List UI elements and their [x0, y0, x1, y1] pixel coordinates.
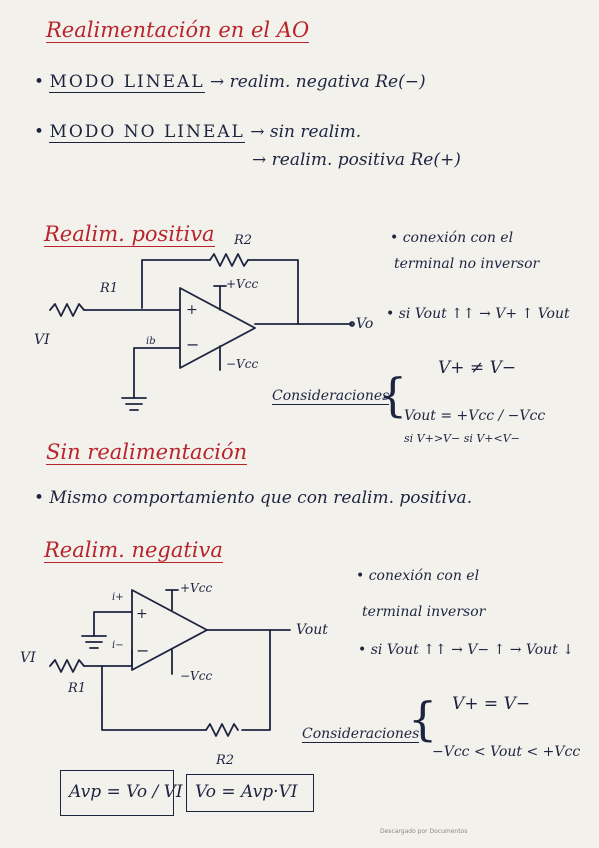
plus-sign: +: [136, 606, 148, 622]
negative-note-1: • conexión con el: [356, 568, 480, 584]
positive-consideration-1: V+ ≠ V−: [438, 358, 517, 378]
minus-sign: −: [186, 335, 199, 354]
negative-considerations-label: Consideraciones: [302, 726, 420, 743]
positive-circuit-diagram: + − R2 R1 +Vcc −Vcc Vo VI ib: [34, 233, 373, 411]
negative-note-3: • si Vout ↑↑ → V− ↑ → Vout ↓: [358, 642, 574, 658]
feedback-wire: [141, 253, 299, 325]
i-minus-label: i−: [112, 640, 124, 651]
vout-label: Vout: [296, 622, 328, 638]
formula-vo-box: Vo = Avp·VI: [186, 774, 314, 812]
feedback-loop: [101, 629, 271, 737]
positive-consideration-2: Vout = +Vcc / −Vcc: [404, 408, 546, 424]
vcc-pos-label: +Vcc: [180, 581, 212, 595]
vcc-neg-label: −Vcc: [226, 357, 258, 371]
mode-text: → realim. negativa Re(−): [210, 72, 426, 92]
vi-label: VI: [20, 650, 36, 666]
no-feedback-text: • Mismo comportamiento que con realim. p…: [34, 488, 473, 508]
formula-avp: Avp = Vo / VI: [69, 782, 183, 802]
vcc-neg-label: −Vcc: [180, 669, 212, 683]
positive-consideration-3: si V+>V− si V+<V−: [404, 432, 520, 445]
brace-icon: {: [378, 368, 408, 422]
mode-line-2: • MODO NO LINEAL → sin realim.: [34, 122, 362, 143]
r2-label: R2: [233, 233, 252, 248]
input-resistor: [49, 649, 133, 705]
positive-heading: Realim. positiva: [44, 222, 215, 247]
minus-sign: −: [136, 641, 149, 660]
vcc-pos-label: +Vcc: [226, 277, 258, 291]
supply-lines: [213, 285, 227, 371]
r2-label: R2: [215, 753, 234, 768]
ib-label: ib: [146, 336, 156, 347]
plus-sign: +: [186, 302, 198, 318]
i-plus-label: i+: [112, 592, 124, 603]
r1-label: R1: [99, 281, 118, 296]
bullet: •: [34, 122, 45, 142]
inverting-ground: [121, 347, 181, 411]
supply-lines: [165, 589, 179, 675]
negative-consideration-1: V+ = V−: [452, 694, 531, 714]
mode-label: MODO LINEAL: [49, 72, 205, 93]
positive-note-1: • conexión con el: [390, 230, 514, 246]
mode-label: MODO NO LINEAL: [49, 122, 245, 143]
negative-circuit-diagram: + − +Vcc −Vcc Vout VI R1 R2 i+ i−: [20, 581, 328, 768]
page-title: Realimentación en el AO: [46, 18, 310, 43]
vi-label: VI: [34, 332, 50, 348]
r1-label: R1: [67, 681, 86, 696]
brace-icon: {: [408, 692, 438, 746]
footer-watermark: Descargado por Documentos: [380, 828, 468, 835]
bullet: •: [34, 72, 45, 92]
negative-heading: Realim. negativa: [44, 538, 223, 563]
opamp-triangle: [131, 589, 208, 671]
input-resistor: [49, 303, 181, 317]
mode-line-1: • MODO LINEAL → realim. negativa Re(−): [34, 72, 426, 93]
positive-note-2: terminal no inversor: [394, 256, 540, 272]
no-feedback-heading: Sin realimentación: [46, 440, 248, 465]
positive-considerations-label: Consideraciones: [272, 388, 390, 405]
mode-line-3: → realim. positiva Re(+): [252, 150, 461, 170]
vo-label: Vo: [356, 316, 373, 332]
formula-avp-box: Avp = Vo / VI: [60, 770, 183, 816]
opamp-triangle: [179, 287, 256, 369]
output-wire: [254, 321, 355, 327]
positive-note-3: • si Vout ↑↑ → V+ ↑ Vout: [386, 306, 570, 322]
formula-vo: Vo = Avp·VI: [195, 782, 298, 802]
negative-note-2: terminal inversor: [362, 604, 486, 620]
mode-text: → sin realim.: [250, 122, 362, 142]
noninverting-ground: [81, 611, 133, 649]
negative-consideration-2: −Vcc < Vout < +Vcc: [432, 744, 581, 760]
